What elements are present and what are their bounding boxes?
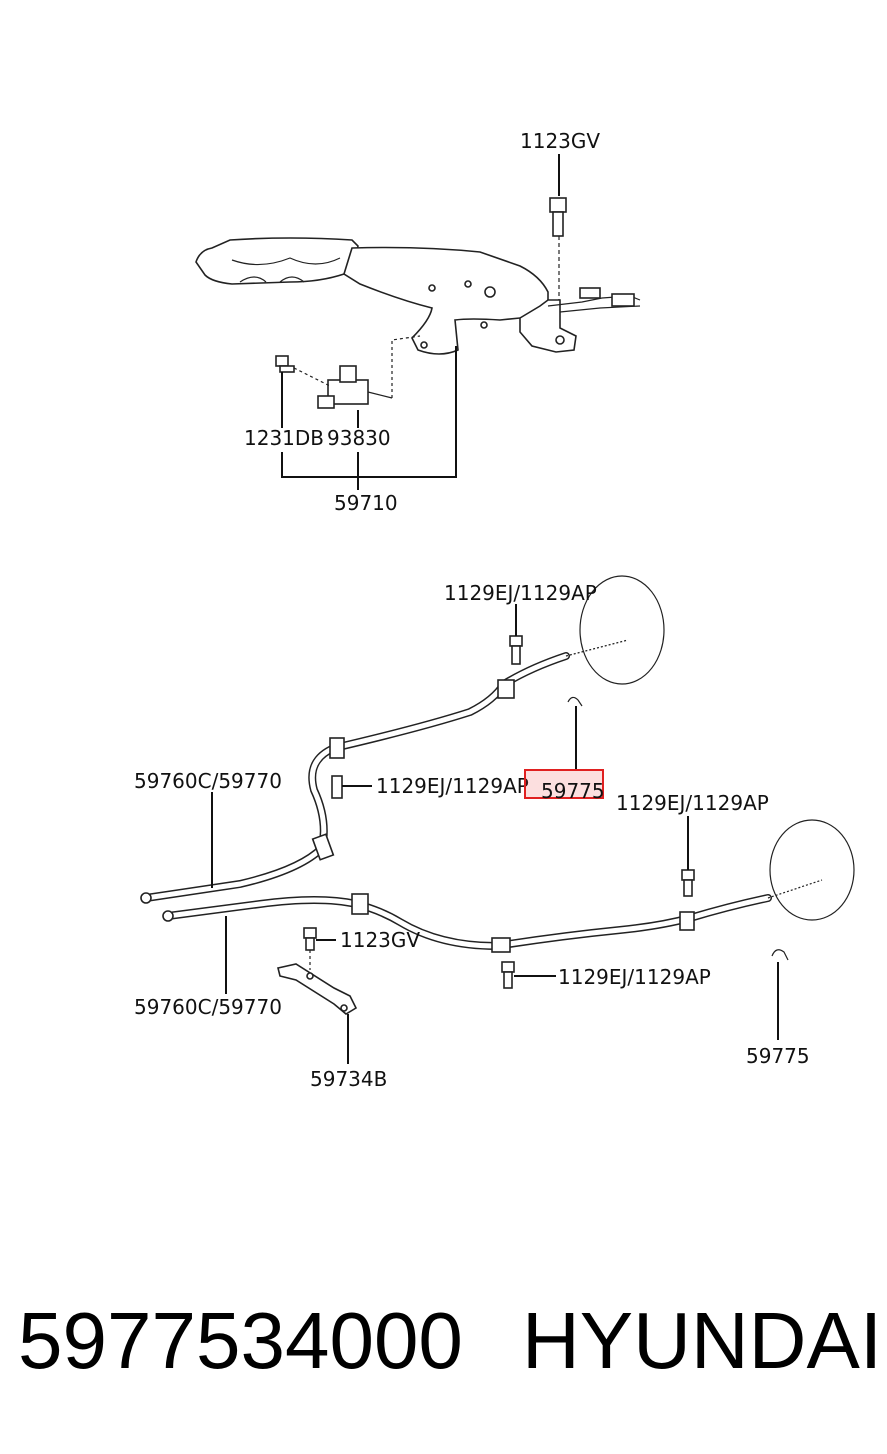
bracket-icon [277,963,358,1064]
brand-name: HYUNDAI [522,1296,882,1385]
switch-icon [317,335,421,409]
part-number: 5977534000 [18,1296,463,1385]
parking-brake-lever [195,237,641,355]
label-bolt-2: 1129EJ/1129AP [376,774,529,798]
label-bolt-top: 1123GV [520,129,600,153]
bolt-4-icon [501,961,556,989]
bolt-top-icon [549,154,567,300]
highlight-box [524,769,604,799]
label-screw: 1231DB [244,426,324,450]
label-bolt-3: 1129EJ/1129AP [616,791,769,815]
label-switch: 93830 [327,426,391,450]
label-clip-highlighted: 59775 [541,779,605,803]
label-bolt-bracket: 1123GV [340,928,420,952]
label-cable-lower: 59760C/59770 [134,995,282,1019]
label-cable-upper: 59760C/59770 [134,769,282,793]
brake-drum-lower [769,819,855,921]
cable-upper [140,639,629,904]
label-clip-right: 59775 [746,1044,810,1068]
label-lever-assy: 59710 [334,491,398,515]
bolt-3-icon [681,816,695,897]
bolt-1-icon [509,604,523,665]
bolt-bracket-icon [303,927,336,970]
label-bolt-4: 1129EJ/1129AP [558,965,711,989]
screw-icon [275,355,331,387]
cable-lower [162,879,823,953]
bolt-2-icon [331,775,372,799]
clip-highlighted-icon [567,696,583,770]
brake-drum-upper [579,575,665,685]
clip-right-icon [771,949,789,1040]
label-bracket: 59734B [310,1067,387,1091]
label-bolt-1: 1129EJ/1129AP [444,581,597,605]
